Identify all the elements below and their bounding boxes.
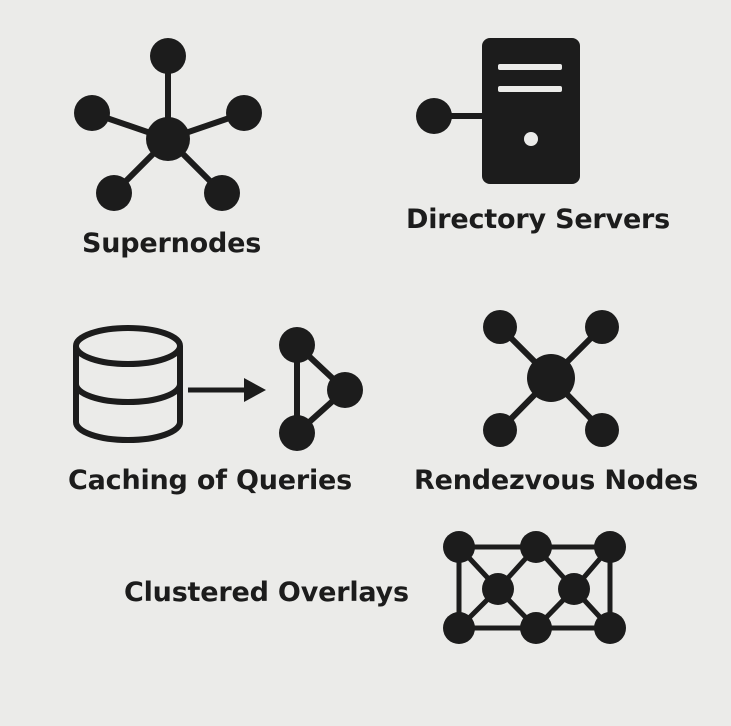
mesh-cluster-icon	[443, 531, 626, 644]
label-caching-of-queries: Caching of Queries	[68, 465, 353, 496]
hub-star-icon	[74, 38, 262, 211]
server-icon	[416, 38, 580, 184]
label-directory-servers: Directory Servers	[406, 204, 671, 235]
label-clustered-overlays: Clustered Overlays	[124, 577, 409, 608]
x-hub-icon	[483, 310, 619, 447]
label-rendezvous-nodes: Rendezvous Nodes	[414, 465, 699, 496]
database-to-network-icon	[73, 325, 363, 451]
label-supernodes: Supernodes	[82, 228, 262, 259]
